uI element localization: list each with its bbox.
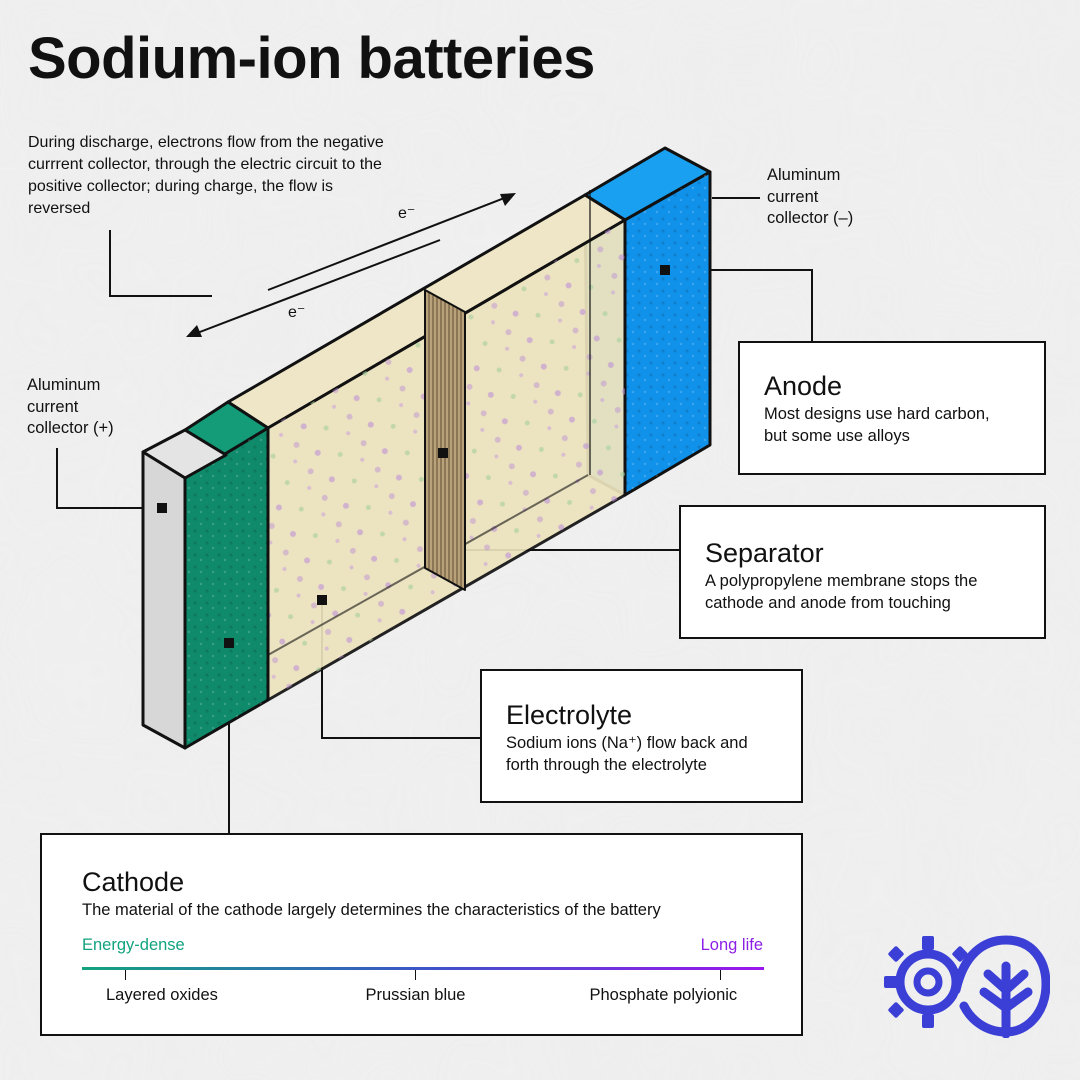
scale-tick xyxy=(124,970,126,980)
scale-tick xyxy=(415,970,417,980)
cathode-description: The material of the cathode largely dete… xyxy=(82,901,661,919)
connector-intro xyxy=(109,230,212,297)
collector-positive-front xyxy=(141,450,187,750)
scale-tick xyxy=(720,970,722,980)
connector-anode xyxy=(665,269,813,341)
cathode-callout: Cathode The material of the cathode larg… xyxy=(40,833,803,1036)
cathode-title: Cathode xyxy=(82,867,185,897)
electron-flow-arrows xyxy=(186,193,516,337)
marker-points xyxy=(157,265,670,648)
scale-left-label: Energy-dense xyxy=(82,936,185,954)
cathode-scale-bar xyxy=(82,967,764,970)
marker-anode xyxy=(660,265,670,275)
connector-collector-positive xyxy=(56,448,162,509)
scale-tick-label: Layered oxides xyxy=(105,986,218,1004)
electrolyte-title: Electrolyte xyxy=(506,700,633,730)
electrolyte-callout: Electrolyte Sodium ions (Na⁺) flow back … xyxy=(480,669,803,803)
separator-description: A polypropylene membrane stops the catho… xyxy=(705,572,978,612)
electrolyte-description: Sodium ions (Na⁺) flow back and forth th… xyxy=(506,734,748,774)
separator xyxy=(424,289,466,591)
electron-label-upper: e⁻ xyxy=(398,205,416,222)
anode-title: Anode xyxy=(764,371,843,401)
anode-description: Most designs use hard carbon, but some u… xyxy=(764,405,990,445)
marker-collector-positive xyxy=(157,503,167,513)
intro-text: During discharge, electrons flow from th… xyxy=(28,134,384,217)
electron-arrow-up xyxy=(267,194,513,291)
collector-negative-label: Aluminum current collector (–) xyxy=(767,166,854,227)
electron-label-lower: e⁻ xyxy=(288,304,306,321)
marker-electrolyte xyxy=(317,595,327,605)
scale-right-label: Long life xyxy=(700,936,763,954)
gear-and-tree-logo-icon xyxy=(884,935,1050,1038)
scale-tick-label: Phosphate polyionic xyxy=(589,986,738,1004)
collector-positive-label: Aluminum current collector (+) xyxy=(27,376,114,437)
battery-cell xyxy=(141,146,712,750)
electron-arrow-down xyxy=(191,239,441,336)
scale-tick-label: Prussian blue xyxy=(365,986,466,1004)
marker-cathode xyxy=(224,638,234,648)
marker-separator xyxy=(438,448,448,458)
anode-callout: Anode Most designs use hard carbon, but … xyxy=(738,341,1046,475)
electron-arrow-down-head xyxy=(186,325,202,337)
electron-arrow-up-head xyxy=(500,193,516,206)
separator-callout: Separator A polypropylene membrane stops… xyxy=(679,505,1046,639)
page-title: Sodium-ion batteries xyxy=(28,26,595,91)
separator-title: Separator xyxy=(705,538,824,568)
